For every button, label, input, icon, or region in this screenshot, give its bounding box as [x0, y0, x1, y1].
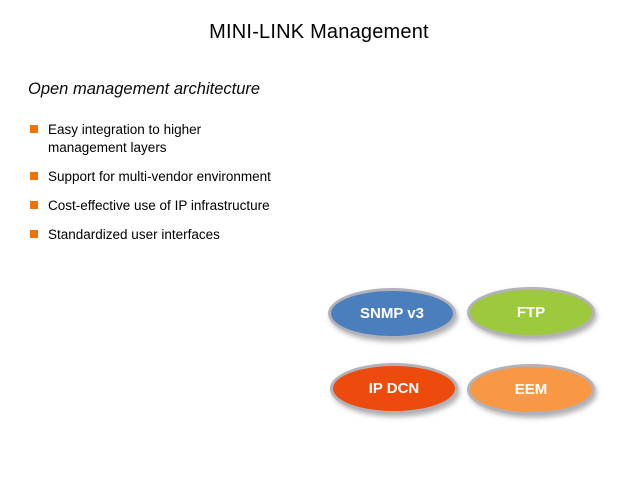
list-item: Standardized user interfaces [30, 226, 330, 244]
bullet-square-icon [30, 125, 38, 133]
ellipse-snmp-v3: SNMP v3 [328, 288, 456, 339]
bullet-square-icon [30, 230, 38, 238]
bullet-square-icon [30, 172, 38, 180]
list-item: Easy integration to higher management la… [30, 121, 330, 157]
ellipse-label: SNMP v3 [360, 305, 424, 322]
bullet-square-icon [30, 201, 38, 209]
ellipse-label: IP DCN [368, 380, 420, 397]
list-item: Cost-effective use of IP infrastructure [30, 197, 330, 215]
bullet-text: Cost-effective use of IP infrastructure [48, 198, 270, 213]
bullet-text: Easy integration to higher management la… [48, 122, 202, 155]
bullet-list: Easy integration to higher management la… [30, 121, 330, 255]
ellipse-eem: EEM [467, 364, 595, 415]
ellipse-label: FTP [516, 304, 546, 321]
page-title: MINI-LINK Management [209, 21, 429, 43]
bullet-text: Support for multi-vendor environment [48, 169, 271, 184]
ellipse-ip-dcn: IP DCN [330, 363, 458, 414]
bullet-text: Standardized user interfaces [48, 227, 220, 242]
section-subtitle: Open management architecture [28, 80, 261, 98]
ellipse-label: EEM [514, 381, 548, 398]
ellipse-ftp: FTP [467, 287, 595, 338]
list-item: Support for multi-vendor environment [30, 168, 330, 186]
